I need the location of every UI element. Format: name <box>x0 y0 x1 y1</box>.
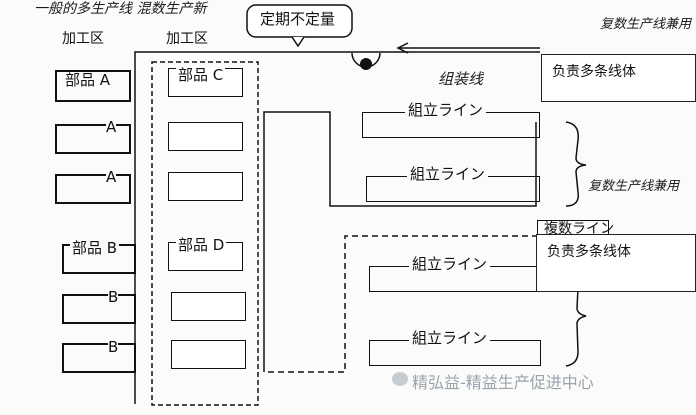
overlay-top: 负责多条线体 <box>541 54 696 102</box>
assembly-line-2-label: 組立ライン <box>407 167 489 182</box>
part-a-item-3: A <box>106 168 117 186</box>
overlay-mid: 负责多条线体 <box>536 234 696 292</box>
part-d-box-3 <box>171 340 246 369</box>
bubble-label: 定期不定量 <box>260 10 336 28</box>
right-note-mid: 复数生产线兼用 <box>588 179 680 194</box>
watermark-text: 精弘益-精益生产促进中心 <box>412 373 594 392</box>
part-b-item-2: B <box>108 288 119 306</box>
right-note-top: 复数生产线兼用 <box>600 17 692 32</box>
part-a-box <box>55 70 131 102</box>
upper-loop-line <box>263 111 537 372</box>
bubble-tail <box>291 36 305 48</box>
area-label-left: 加工区 <box>62 31 104 47</box>
overlay-mid-text: 负责多条线体 <box>547 244 631 260</box>
area-label-right: 加工区 <box>166 31 208 47</box>
part-c-box-2 <box>168 122 243 151</box>
plural-lines-label: 複数ライン <box>544 221 614 237</box>
part-a-item-2: A <box>106 118 117 136</box>
part-d-box-2 <box>171 292 246 321</box>
part-b-label: 部品 B <box>70 239 120 257</box>
processing-lane-cd <box>151 61 259 406</box>
assembly-line-1-label: 組立ライン <box>405 103 487 118</box>
part-b-item-3: B <box>108 338 119 356</box>
assembly-note: 组装线 <box>438 70 484 88</box>
feed-arrow-head <box>396 42 409 54</box>
upper-brace <box>565 121 587 207</box>
part-c-box-3 <box>168 172 243 201</box>
part-c-label: 部品 C <box>176 66 226 84</box>
part-a-box-2 <box>55 124 131 154</box>
handwritten-title: 一般的多生产线 混数生产新 <box>34 1 207 17</box>
part-d-label: 部品 D <box>176 236 227 254</box>
wechat-icon <box>392 372 408 386</box>
part-a-label: 部品 A <box>63 71 113 89</box>
operator-dot <box>360 58 372 70</box>
part-b-box-2 <box>62 294 136 324</box>
assembly-line-3-label: 組立ライン <box>409 257 491 272</box>
overlay-top-text: 负责多条线体 <box>552 64 636 80</box>
part-b-box-3 <box>62 343 136 373</box>
part-a-box-3 <box>55 174 131 204</box>
assembly-line-4-label: 組立ライン <box>409 331 491 346</box>
lower-loop-line <box>268 235 536 373</box>
